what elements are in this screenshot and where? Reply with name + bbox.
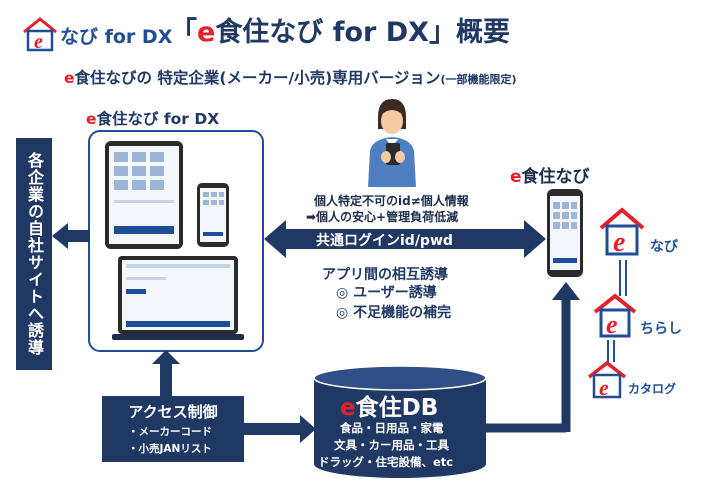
arrow-left-icon: [52, 223, 90, 249]
access-control-title: アクセス制御: [128, 403, 218, 421]
db-category-line2: 文具・カー用品・工具: [334, 438, 449, 452]
tablet-icon: [105, 141, 183, 249]
logo-text: なび for DX: [60, 26, 173, 48]
house-e-logo-icon: e: [587, 360, 627, 400]
db-category-line3: ドラッグ・住宅設備、etc: [318, 455, 454, 469]
house-e-logo-icon: e: [599, 207, 645, 258]
right-app-title: e食住なび: [510, 167, 590, 187]
access-control-box: アクセス制御 ・メーカーコード ・小売JANリスト: [102, 396, 244, 462]
page-subtitle: e食住なびの 特定企業(メーカー/小売)専用バージョン(一部機能限定): [64, 69, 517, 87]
mutual-guidance-heading: アプリ間の相互誘導: [322, 267, 448, 283]
smartphone-icon: [197, 183, 229, 247]
database-cylinder-icon: [313, 365, 487, 478]
svg-text:e: e: [613, 227, 625, 258]
left-app-title: e食住なび for DX: [86, 110, 220, 128]
house-e-logo-icon: e: [23, 17, 57, 52]
svg-text:e: e: [606, 310, 618, 339]
db-title: e食住DB: [340, 395, 439, 421]
id-note-line1: 個人特定不可のid≠個人情報: [314, 194, 469, 208]
brand-label-chirashi: ちらし: [640, 321, 682, 337]
svg-text:e: e: [599, 375, 609, 400]
house-e-logo-icon: e: [593, 293, 637, 339]
redirect-to-company-site-box: 各企業の自社サイトへ誘導: [16, 138, 52, 370]
vertical-link-lines: [619, 260, 627, 296]
person-with-phone-icon: [368, 99, 416, 187]
brand-label-navi: なび: [650, 239, 678, 255]
svg-text:e: e: [34, 31, 43, 52]
access-control-item-maker-code: ・メーカーコード: [128, 426, 212, 438]
id-note-line2: ➡個人の安心+管理負荷低減: [306, 210, 459, 224]
mutual-guidance-item-features: ◎ 不足機能の補完: [336, 305, 452, 321]
smartphone-icon: [547, 189, 583, 277]
access-control-item-jan-list: ・小売JANリスト: [128, 443, 212, 455]
shared-login-double-arrow: [264, 220, 546, 258]
db-category-line1: 食品・日用品・家電: [340, 421, 444, 435]
shared-login-label: 共通ログインid/pwd: [316, 233, 453, 249]
mutual-guidance-item-users: ◎ ユーザー誘導: [336, 285, 437, 301]
vertical-link-lines: [607, 340, 615, 362]
brand-label-catalog: カタログ: [628, 382, 677, 396]
page-title: 「e食住なび for DX」概要: [170, 17, 510, 48]
laptop-icon: [112, 256, 244, 340]
